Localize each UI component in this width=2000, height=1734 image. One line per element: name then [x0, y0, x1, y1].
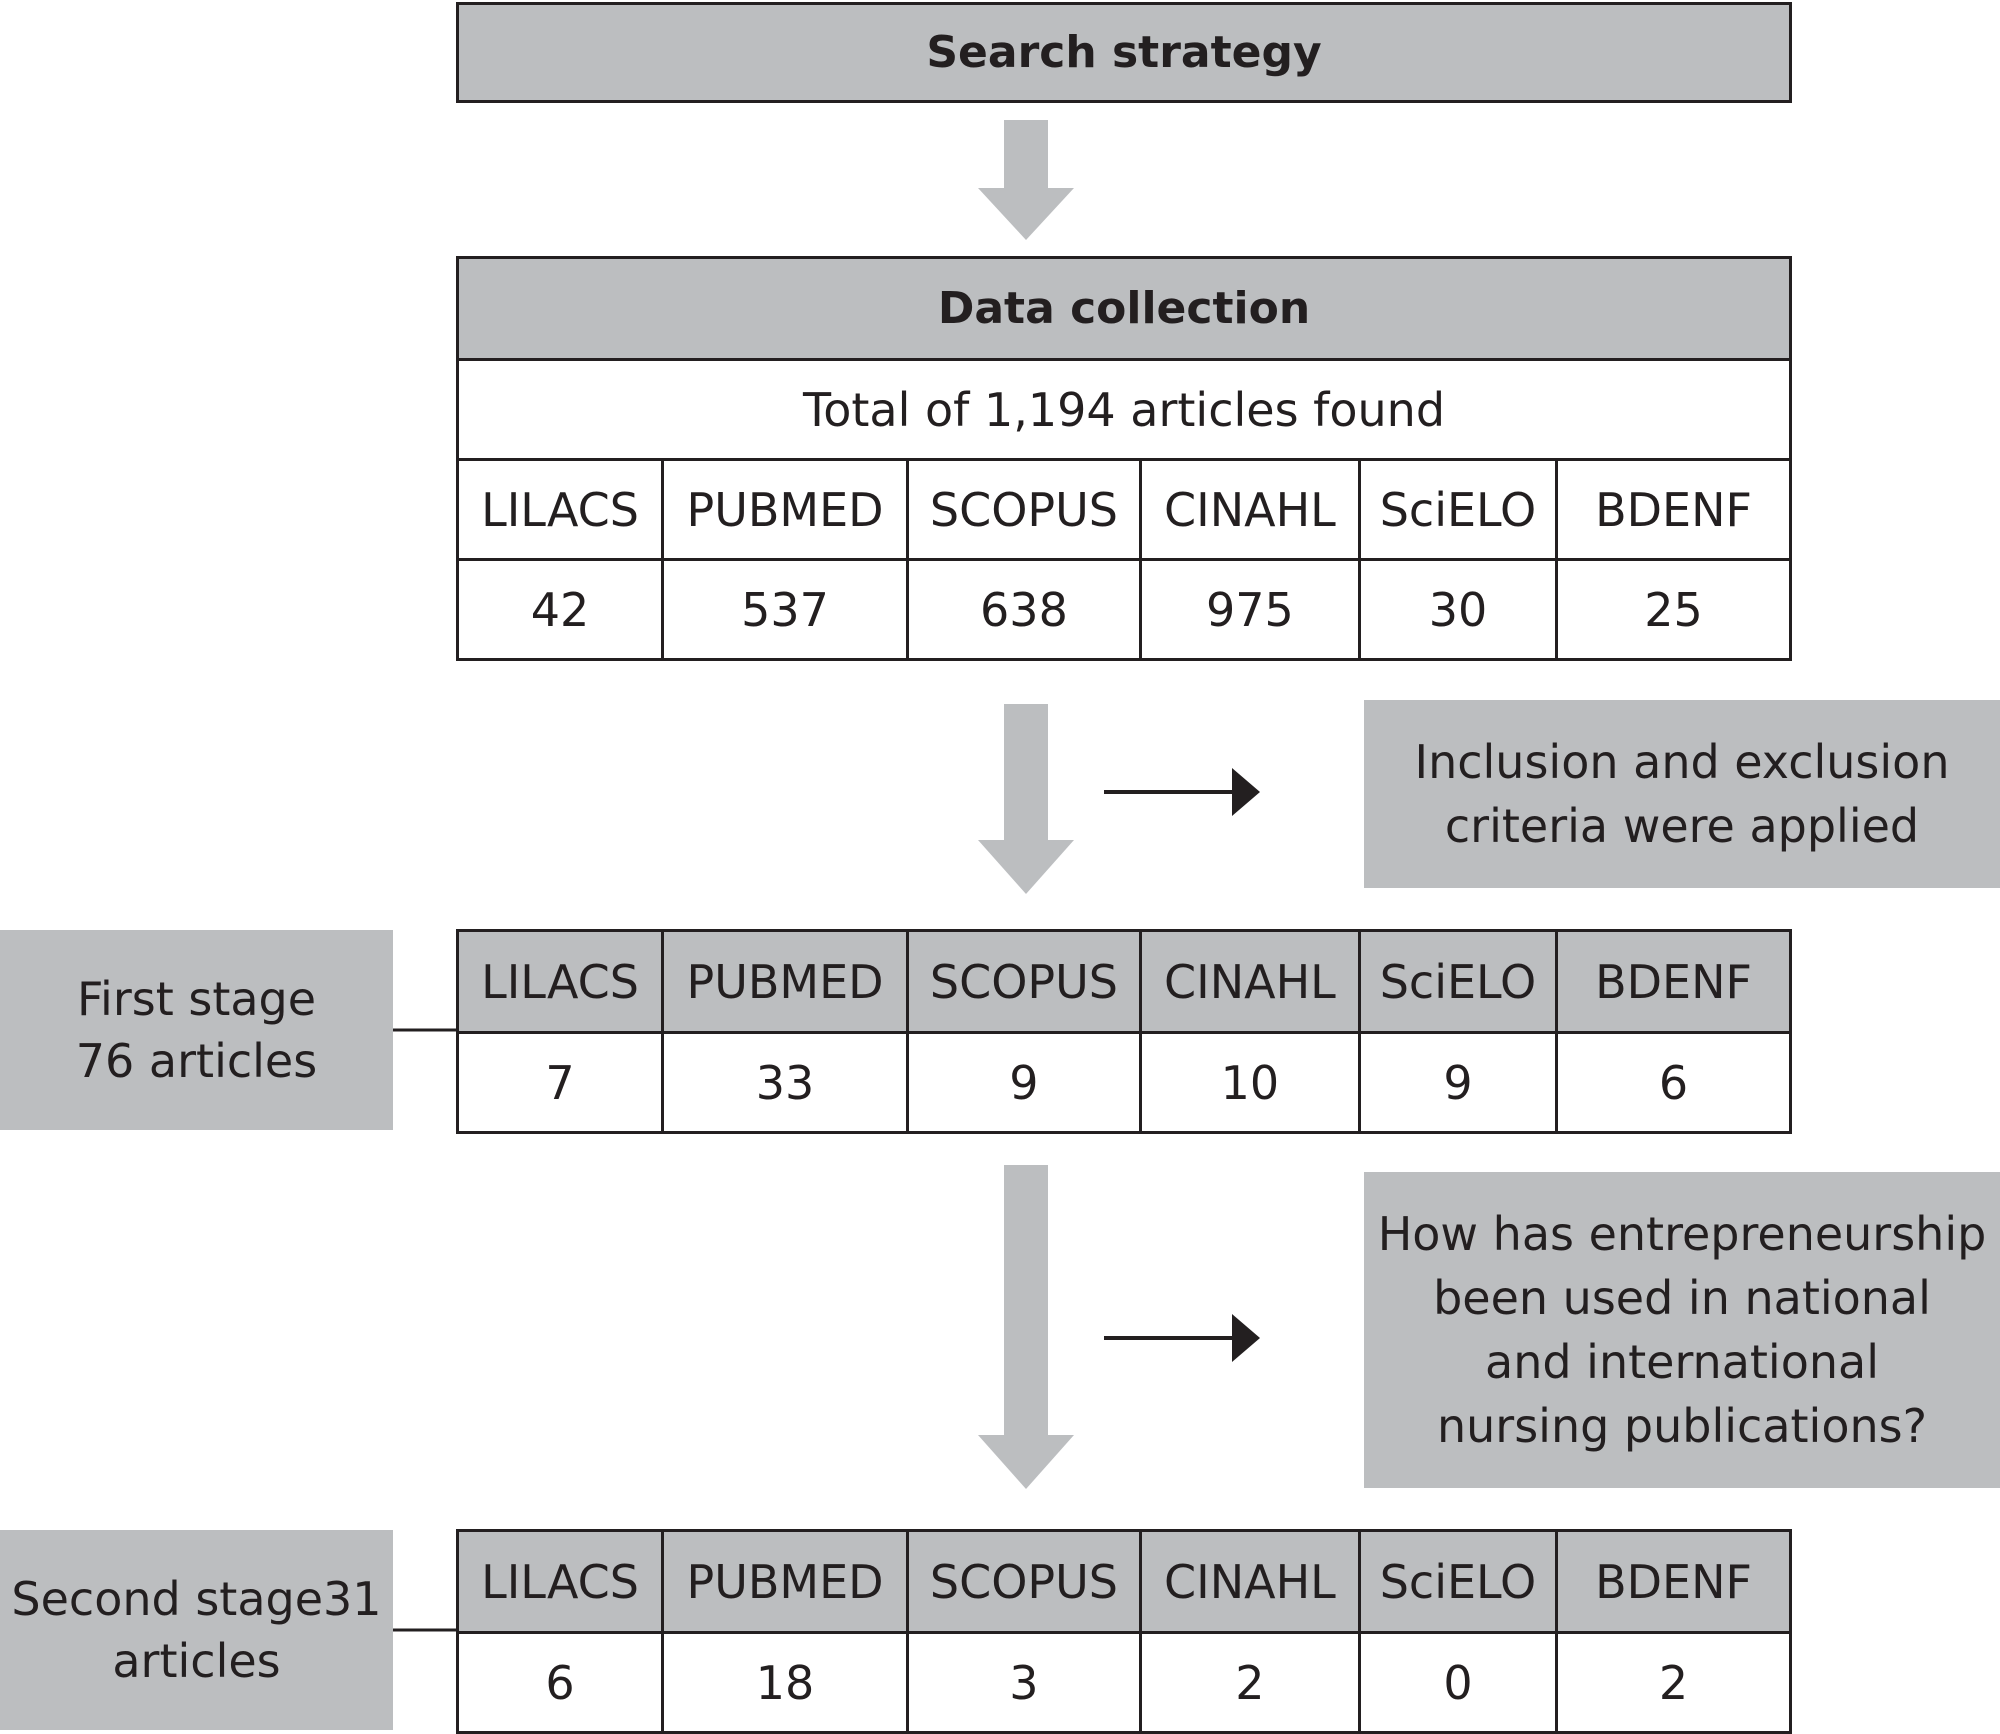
second-stage-count-row: 6 18 3 2 0 2: [459, 1631, 1789, 1731]
db-name-cell: CINAHL: [1142, 1532, 1361, 1631]
count-cell: 975: [1142, 561, 1361, 658]
data-collection-header: Data collection: [459, 259, 1789, 358]
count-cell: 7: [459, 1034, 665, 1131]
down-arrow-1: [978, 120, 1074, 240]
count-cell: 6: [1658, 1055, 1689, 1110]
criteria-note-line-1: Inclusion and exclusion: [1414, 735, 1950, 789]
count-cell: 25: [1644, 582, 1703, 637]
db-name-cell: PUBMED: [664, 461, 909, 558]
first-stage-db-row: LILACS PUBMED SCOPUS CINAHL SciELO BDENF: [459, 932, 1789, 1031]
second-stage-label-box: Second stage31 articles: [0, 1530, 393, 1730]
count-cell: 33: [664, 1034, 909, 1131]
db-name-cell: SCOPUS: [909, 461, 1142, 558]
count-cell: 6: [459, 1634, 665, 1731]
data-collection-title: Data collection: [937, 283, 1311, 334]
db-name-cell: BDENF: [1595, 1554, 1752, 1609]
second-stage-table: LILACS PUBMED SCOPUS CINAHL SciELO BDENF…: [456, 1529, 1792, 1734]
count-cell: 18: [664, 1634, 909, 1731]
db-name-cell: SciELO: [1361, 932, 1559, 1031]
down-arrow-2: [978, 704, 1074, 894]
count-cell: 2: [1142, 1634, 1361, 1731]
second-stage-db-row: LILACS PUBMED SCOPUS CINAHL SciELO BDENF: [459, 1532, 1789, 1631]
count-cell: 10: [1142, 1034, 1361, 1131]
count-cell: 3: [909, 1634, 1142, 1731]
count-cell: 638: [909, 561, 1142, 658]
data-collection-count-row: 42 537 638 975 30 25: [459, 558, 1789, 658]
db-name-cell: SciELO: [1361, 461, 1559, 558]
right-arrow-2: [1104, 1314, 1260, 1362]
count-cell: 2: [1658, 1655, 1689, 1710]
count-cell: 537: [664, 561, 909, 658]
db-name-cell: PUBMED: [664, 932, 909, 1031]
criteria-note-box: Inclusion and exclusion criteria were ap…: [1364, 700, 2000, 888]
data-collection-total: Total of 1,194 articles found: [802, 382, 1446, 437]
first-stage-label-line-2: 76 articles: [75, 1034, 318, 1088]
question-note-line-3: and international: [1485, 1335, 1879, 1389]
question-note-line-1: How has entrepreneurship: [1377, 1207, 1987, 1261]
db-name-cell: PUBMED: [664, 1532, 909, 1631]
search-strategy-title: Search strategy: [926, 27, 1322, 78]
second-stage-label-line-1: Second stage31: [11, 1572, 382, 1626]
count-cell: 30: [1361, 561, 1559, 658]
data-collection-table: Data collection Total of 1,194 articles …: [456, 256, 1792, 661]
first-stage-count-row: 7 33 9 10 9 6: [459, 1031, 1789, 1131]
db-name-cell: CINAHL: [1142, 932, 1361, 1031]
down-arrow-3: [978, 1165, 1074, 1489]
count-cell: 9: [1361, 1034, 1559, 1131]
db-name-cell: SCOPUS: [909, 932, 1142, 1031]
question-note-box: How has entrepreneurship been used in na…: [1364, 1172, 2000, 1488]
first-stage-table: LILACS PUBMED SCOPUS CINAHL SciELO BDENF…: [456, 929, 1792, 1134]
first-stage-label-box: First stage 76 articles: [0, 930, 393, 1130]
db-name-cell: LILACS: [459, 932, 665, 1031]
db-name-cell: SCOPUS: [909, 1532, 1142, 1631]
db-name-cell: LILACS: [459, 1532, 665, 1631]
search-strategy-box: Search strategy: [456, 2, 1792, 103]
question-note-line-2: been used in national: [1433, 1271, 1931, 1325]
db-name-cell: LILACS: [459, 461, 665, 558]
first-stage-label-line-1: First stage: [76, 972, 317, 1026]
db-name-cell: SciELO: [1361, 1532, 1559, 1631]
count-cell: 42: [459, 561, 665, 658]
right-arrow-1: [1104, 768, 1260, 816]
db-name-cell: BDENF: [1595, 954, 1752, 1009]
second-stage-label-line-2: articles: [112, 1634, 281, 1688]
db-name-cell: CINAHL: [1142, 461, 1361, 558]
db-name-cell: BDENF: [1595, 482, 1752, 537]
data-collection-db-row: LILACS PUBMED SCOPUS CINAHL SciELO BDENF: [459, 458, 1789, 558]
count-cell: 0: [1361, 1634, 1559, 1731]
data-collection-total-row: Total of 1,194 articles found: [459, 358, 1789, 458]
criteria-note-line-2: criteria were applied: [1444, 799, 1920, 853]
count-cell: 9: [909, 1034, 1142, 1131]
question-note-line-4: nursing publications?: [1436, 1399, 1928, 1453]
